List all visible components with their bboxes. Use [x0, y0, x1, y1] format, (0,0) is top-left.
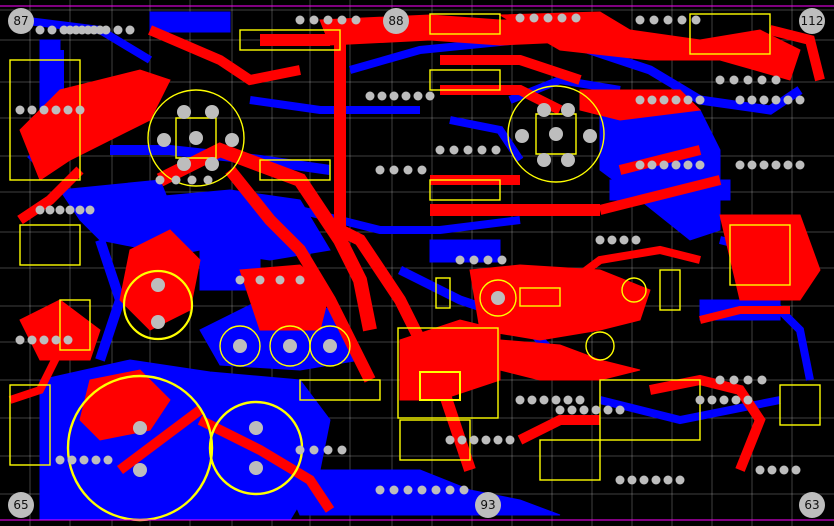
marker-93: 93 [475, 492, 501, 518]
top-copper-layer [8, 11, 825, 513]
marker-87: 87 [8, 8, 34, 34]
pad-layer [15, 13, 805, 495]
marker-88: 88 [383, 8, 409, 34]
marker-112: 112 [799, 8, 825, 34]
marker-65: 65 [8, 492, 34, 518]
marker-63: 63 [799, 492, 825, 518]
board-outline [0, 5, 834, 521]
